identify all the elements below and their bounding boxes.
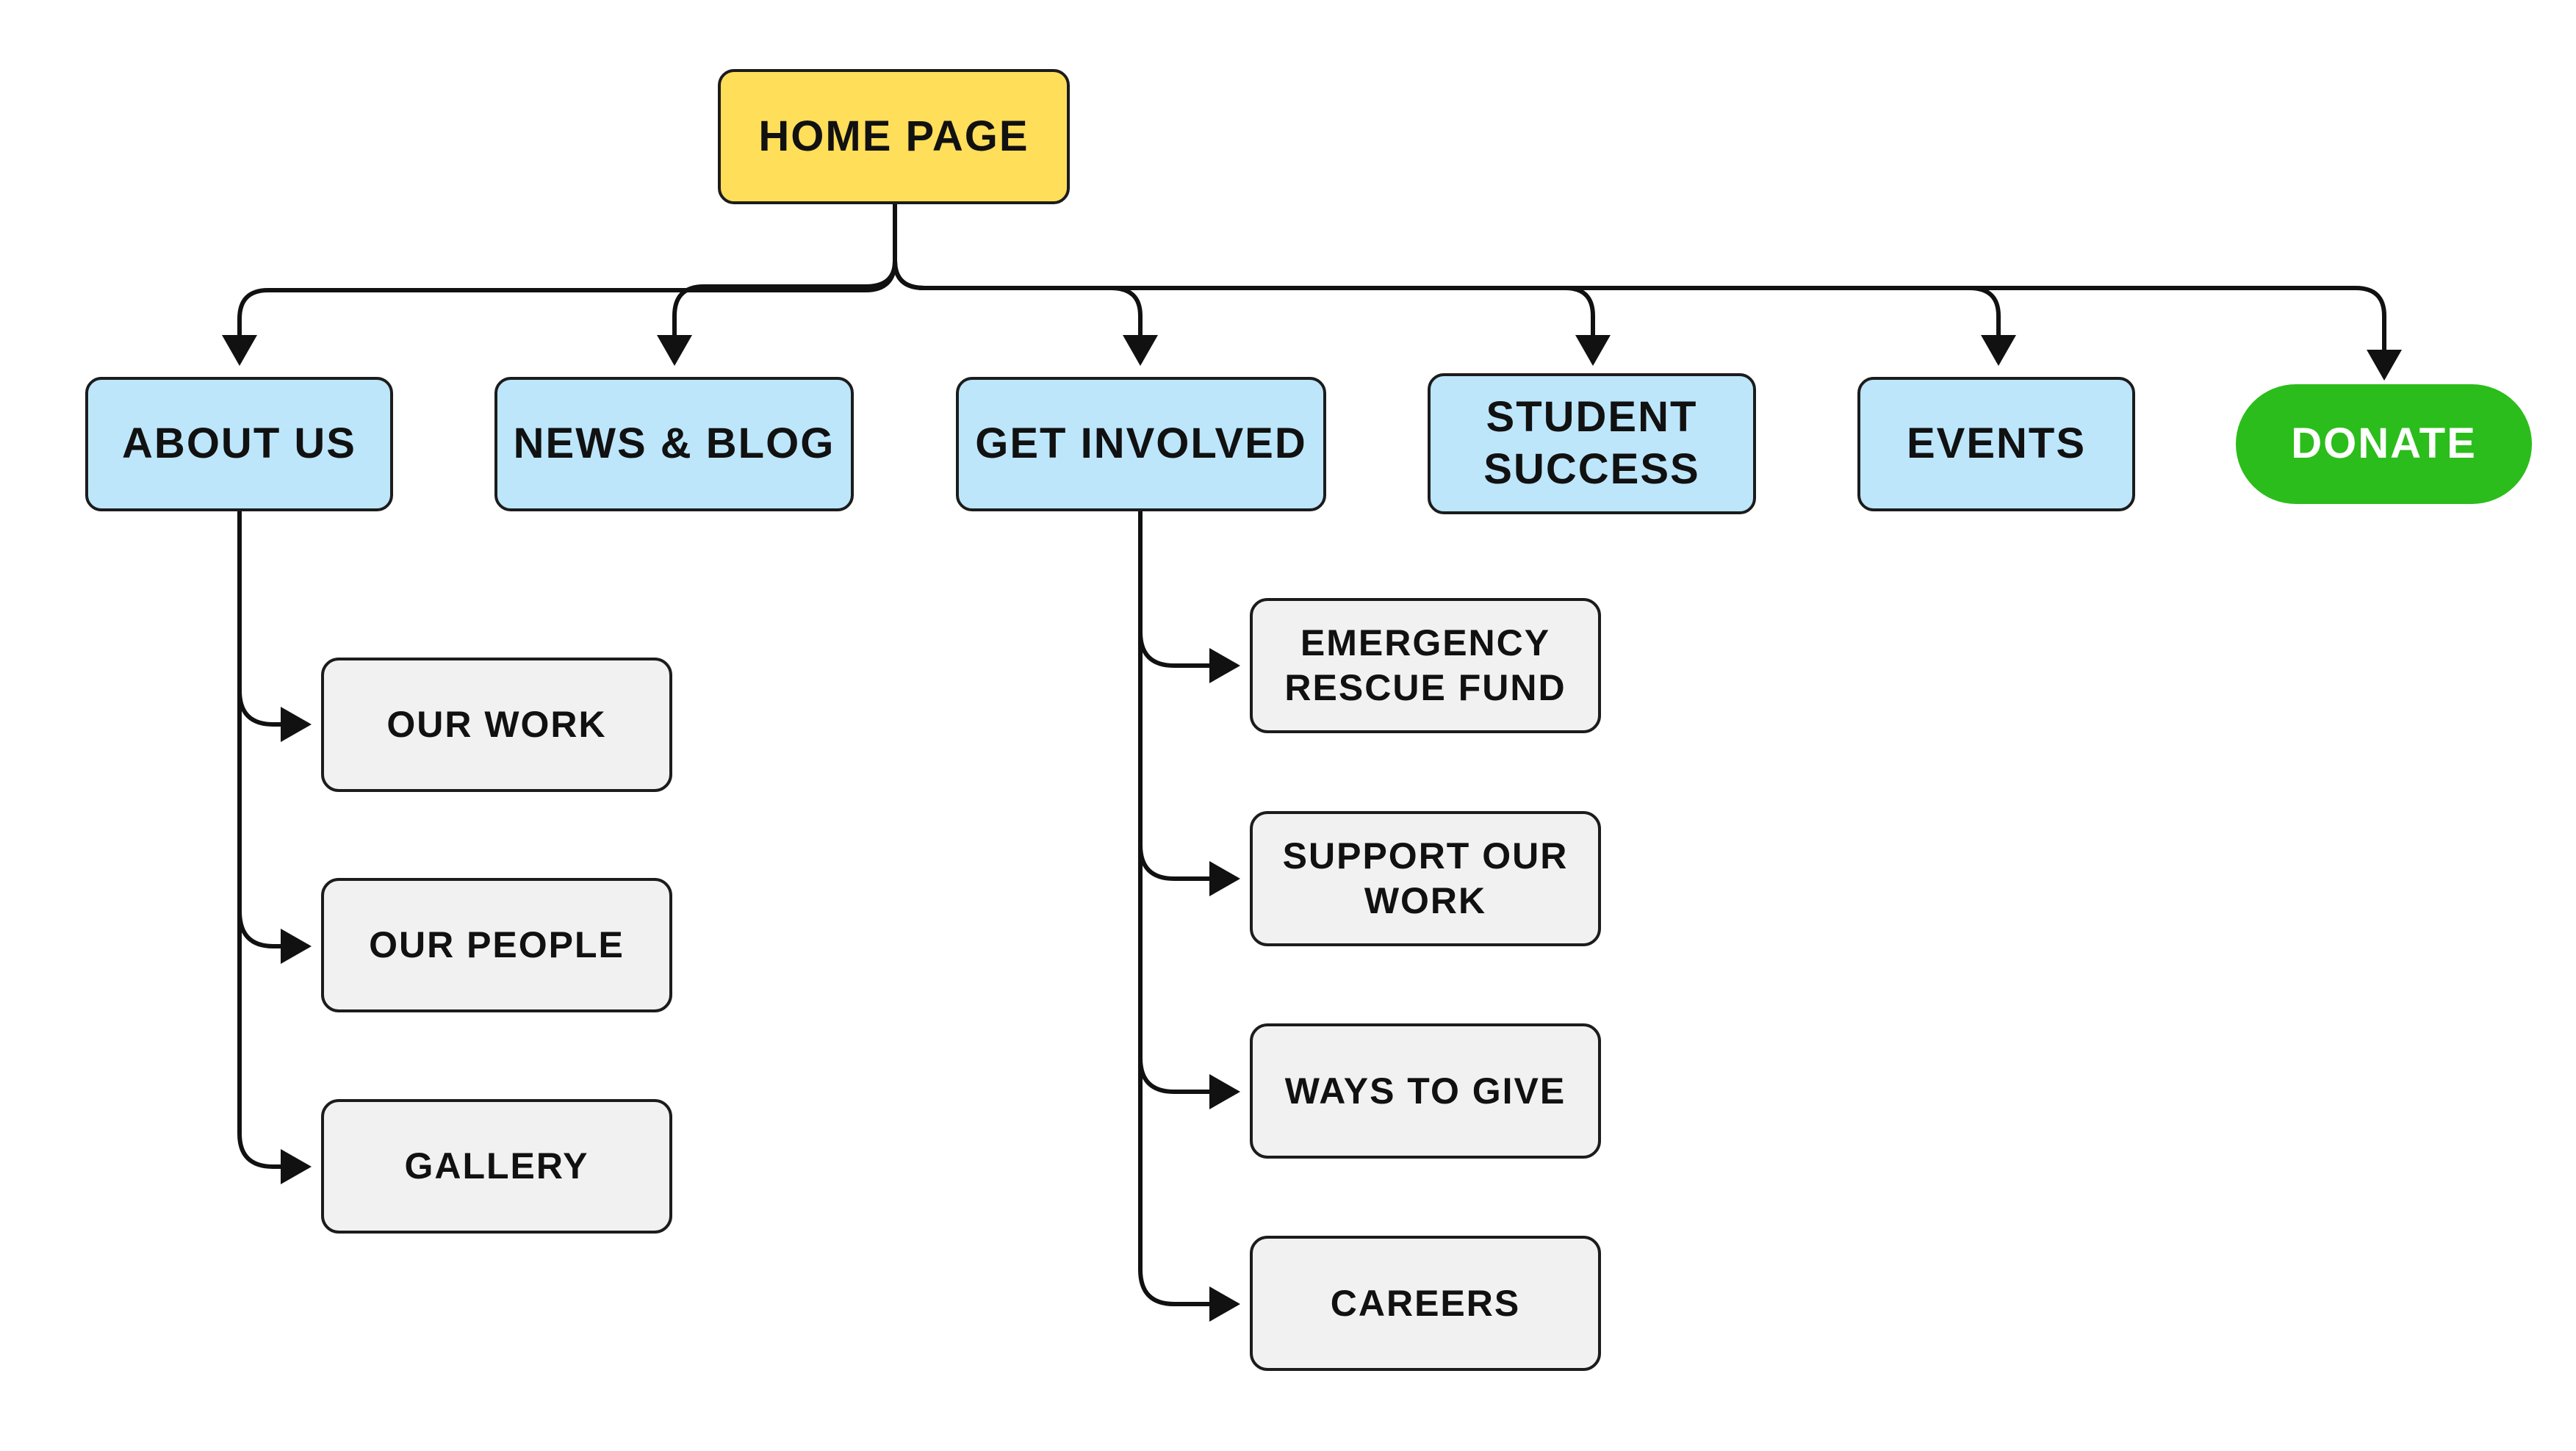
gallery-label: GALLERY: [404, 1145, 589, 1187]
about-us-label: ABOUT US: [122, 420, 356, 468]
support-our-work-node: SUPPORT OUR WORK: [1250, 811, 1601, 946]
support-our-work-label: SUPPORT OUR WORK: [1282, 835, 1569, 921]
ways-to-give-node: WAYS TO GIVE: [1250, 1023, 1601, 1159]
get-involved-label: GET INVOLVED: [975, 420, 1307, 468]
ways-to-give-label: WAYS TO GIVE: [1284, 1070, 1566, 1112]
connector-involved-to-careers: [1138, 1267, 1240, 1322]
connector-home-to-donate: [893, 259, 2402, 381]
careers-node: CAREERS: [1250, 1236, 1601, 1371]
our-people-node: OUR PEOPLE: [321, 878, 672, 1012]
student-success-label: STUDENT SUCCESS: [1483, 393, 1700, 493]
events-node: EVENTS: [1857, 377, 2135, 511]
connector-about-to-our-people: [237, 909, 312, 964]
connector-home-to-events: [893, 259, 2016, 366]
gallery-node: GALLERY: [321, 1099, 672, 1234]
student-success-node: STUDENT SUCCESS: [1428, 373, 1756, 514]
connector-involved-to-emergency: [1138, 630, 1240, 683]
news-blog-node: NEWS & BLOG: [494, 377, 854, 511]
connector-home-to-involved: [893, 259, 1158, 366]
connector-about-to-gallery: [237, 1131, 312, 1184]
news-blog-label: NEWS & BLOG: [513, 420, 835, 468]
emergency-rescue-fund-label: EMERGENCY RESCUE FUND: [1284, 622, 1566, 708]
our-work-node: OUR WORK: [321, 658, 672, 792]
careers-label: CAREERS: [1330, 1282, 1521, 1324]
about-us-node: ABOUT US: [85, 377, 393, 511]
connector-home-to-news: [657, 259, 897, 366]
home-page-node: HOME PAGE: [718, 69, 1070, 204]
home-page-label: HOME PAGE: [758, 112, 1029, 160]
our-work-label: OUR WORK: [386, 704, 607, 745]
our-people-label: OUR PEOPLE: [369, 924, 625, 965]
connector-home-to-student: [893, 259, 1611, 366]
connector-home-to-about: [222, 259, 897, 366]
connector-involved-to-ways: [1138, 1056, 1240, 1109]
get-involved-node: GET INVOLVED: [956, 377, 1326, 511]
donate-label: DONATE: [2291, 420, 2477, 468]
connector-involved-to-support: [1138, 843, 1240, 896]
donate-node: DONATE: [2236, 384, 2532, 504]
connector-about-to-our-work: [237, 688, 312, 742]
events-label: EVENTS: [1906, 420, 2087, 468]
emergency-rescue-fund-node: EMERGENCY RESCUE FUND: [1250, 598, 1601, 733]
